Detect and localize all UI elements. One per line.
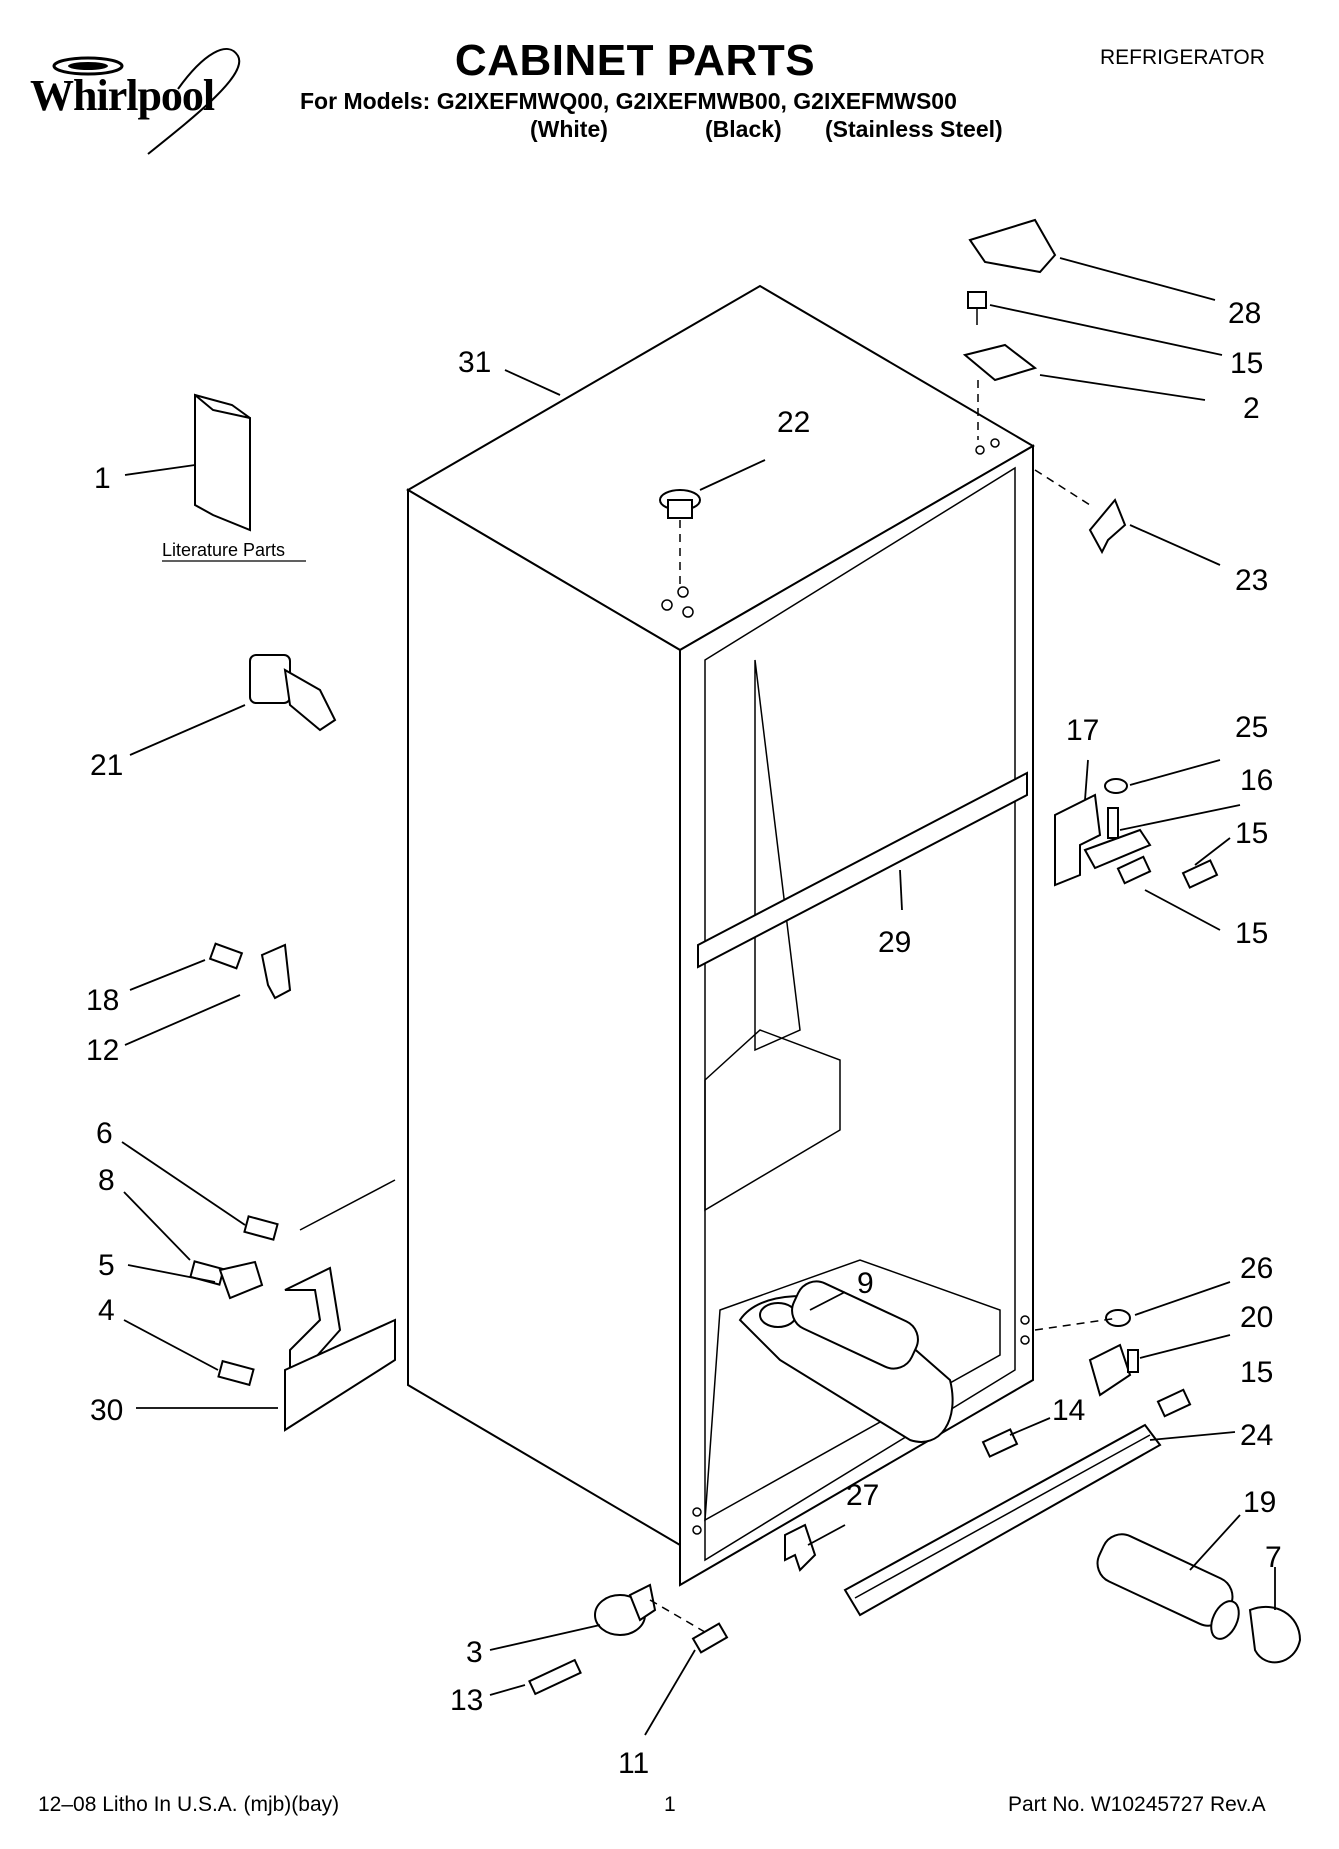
literature-booklet — [194, 393, 251, 532]
callout-8: 8 — [98, 1164, 115, 1197]
variant-black: (Black) — [705, 116, 782, 142]
callout-13: 13 — [450, 1684, 483, 1717]
page-number: 1 — [664, 1793, 676, 1816]
variant-stainless: (Stainless Steel) — [825, 116, 1003, 142]
callout-15-center: 15 — [1235, 817, 1268, 850]
whirlpool-logo — [52, 48, 241, 155]
model-list: For Models: G2IXEFMWQ00, G2IXEFMWB00, G2… — [300, 88, 957, 114]
callout-22: 22 — [777, 406, 810, 439]
screw-and-bracket-left — [208, 942, 292, 1000]
callout-28: 28 — [1228, 297, 1261, 330]
page-title: CABINET PARTS — [454, 36, 816, 85]
callout-15-lower: 15 — [1235, 917, 1268, 950]
callout-4: 4 — [98, 1294, 115, 1327]
callout-19: 19 — [1243, 1486, 1276, 1519]
callout-5: 5 — [98, 1249, 115, 1282]
lower-left-hinge-set — [189, 1179, 396, 1432]
callout-26: 26 — [1240, 1252, 1273, 1285]
brand-name: Whirlpool — [30, 71, 215, 120]
callout-2: 2 — [1243, 392, 1260, 425]
bottom-hinge-assembly — [981, 1309, 1192, 1458]
callout-16: 16 — [1240, 764, 1273, 797]
leader-lines — [121, 257, 1276, 1736]
callout-15-top: 15 — [1230, 347, 1263, 380]
center-hinge-assembly — [1054, 778, 1219, 889]
door-stop-21 — [249, 654, 337, 732]
callout-12: 12 — [86, 1034, 119, 1067]
literature-caption: Literature Parts — [162, 540, 285, 560]
callout-6: 6 — [96, 1117, 113, 1150]
hinge-pin-cover — [1088, 498, 1127, 555]
callout-1: 1 — [94, 462, 111, 495]
callout-24: 24 — [1240, 1419, 1273, 1452]
callout-17: 17 — [1066, 714, 1099, 747]
leveling-assembly — [528, 1523, 817, 1696]
top-hinge-assembly — [962, 218, 1057, 440]
callout-21: 21 — [90, 749, 123, 782]
part-number: Part No. W10245727 Rev.A — [1008, 1793, 1266, 1816]
variant-white: (White) — [530, 116, 608, 142]
callout-14: 14 — [1052, 1394, 1085, 1427]
callout-9: 9 — [857, 1267, 874, 1300]
appliance-category: REFRIGERATOR — [1100, 46, 1265, 69]
callout-11: 11 — [618, 1747, 649, 1780]
callout-27: 27 — [846, 1479, 879, 1512]
callout-15-bottom: 15 — [1240, 1356, 1273, 1389]
filter-cartridge — [1096, 1533, 1302, 1664]
callout-30: 30 — [90, 1394, 123, 1427]
callout-3: 3 — [466, 1636, 483, 1669]
top-plug — [659, 489, 701, 585]
callout-31: 31 — [458, 346, 491, 379]
print-info: 12–08 Litho In U.S.A. (mjb)(bay) — [38, 1793, 340, 1816]
callout-23: 23 — [1235, 564, 1268, 597]
callout-29: 29 — [878, 926, 911, 959]
callout-20: 20 — [1240, 1301, 1273, 1334]
callout-7: 7 — [1265, 1541, 1282, 1574]
callout-25: 25 — [1235, 711, 1268, 744]
callout-18: 18 — [86, 984, 119, 1017]
